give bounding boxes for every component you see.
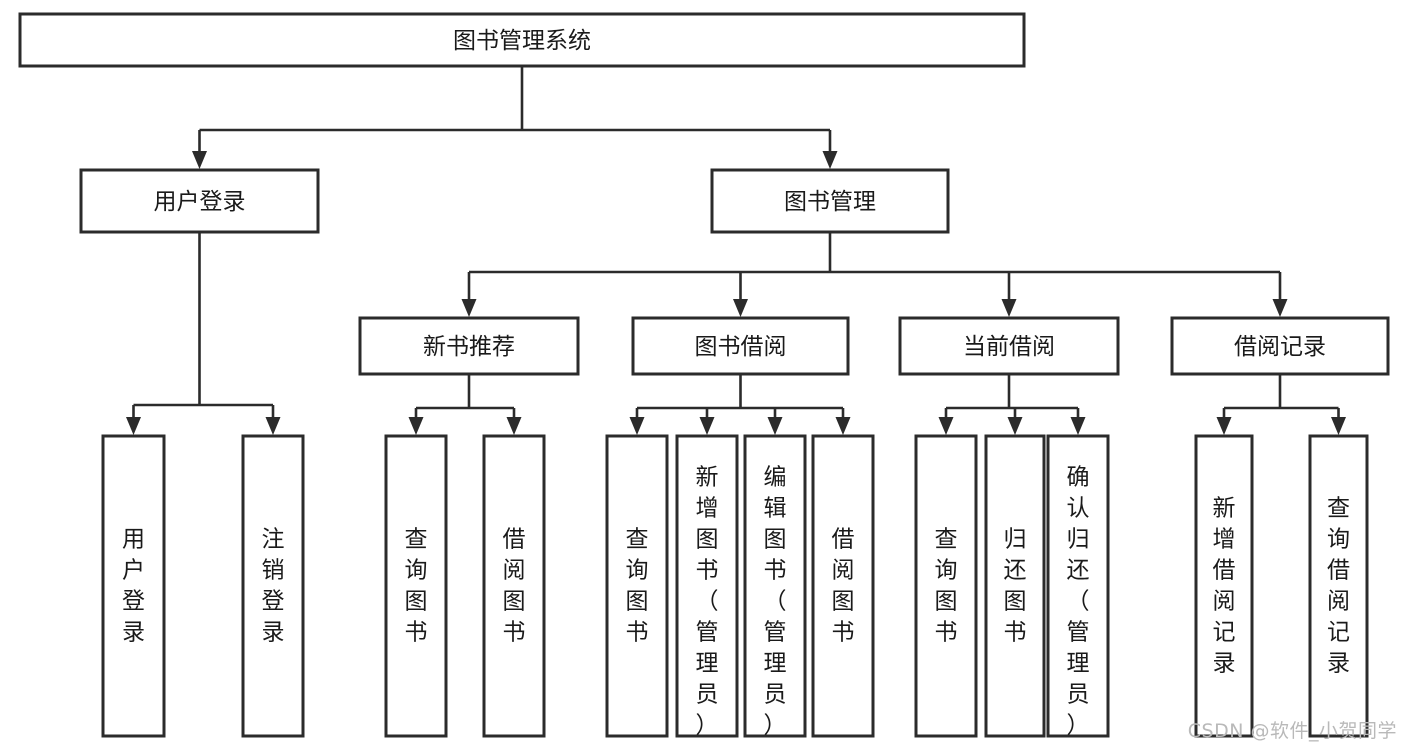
node-n-borrow[interactable]: 图书借阅: [631, 316, 850, 376]
node-box: [482, 434, 546, 738]
arrow-head-icon: [1272, 299, 1288, 317]
node-label: 查询借阅记录: [1327, 496, 1350, 677]
node-box: [811, 434, 875, 738]
node-box: [241, 434, 305, 738]
node-l-b-add[interactable]: 新增图书（管理员）: [675, 434, 739, 739]
node-label: 确认归还（管理员）: [1067, 465, 1090, 739]
arrow-head-icon: [938, 417, 954, 435]
node-l-user-logout[interactable]: 注销登录: [241, 434, 305, 738]
node-label: 新书推荐: [423, 334, 515, 360]
node-label: 用户登录: [154, 189, 246, 215]
arrow-head-icon: [699, 417, 715, 435]
node-label: 新增借阅记录: [1213, 496, 1236, 677]
node-label: 图书借阅: [695, 334, 787, 360]
node-l-user-login[interactable]: 用户登录: [101, 434, 166, 738]
node-box: [1170, 316, 1390, 376]
node-label: 图书管理系统: [453, 28, 591, 54]
node-box: [18, 12, 1026, 68]
node-box: [914, 434, 978, 738]
node-n-record[interactable]: 借阅记录: [1170, 316, 1390, 376]
edges-layer: [126, 66, 1346, 435]
node-l-new-query[interactable]: 查询图书: [384, 434, 448, 738]
node-box: [984, 434, 1046, 738]
arrow-head-icon: [192, 151, 207, 169]
node-n-user-login[interactable]: 用户登录: [79, 168, 320, 234]
node-label: 注销登录: [262, 527, 285, 646]
node-label: 借阅记录: [1234, 334, 1326, 360]
node-label: 查询图书: [935, 527, 958, 646]
arrow-head-icon: [461, 299, 477, 317]
node-label: 查询图书: [626, 527, 649, 646]
node-label: 编辑图书（管理员）: [764, 465, 787, 739]
node-box: [101, 434, 166, 738]
arrow-head-icon: [1216, 417, 1232, 435]
node-l-new-borrow[interactable]: 借阅图书: [482, 434, 546, 738]
node-l-c-query[interactable]: 查询图书: [914, 434, 978, 738]
arrow-head-icon: [733, 299, 748, 317]
node-l-b-edit[interactable]: 编辑图书（管理员）: [743, 434, 807, 739]
node-label: 新增图书（管理员）: [696, 465, 719, 739]
node-label: 借阅图书: [832, 527, 855, 646]
node-box: [675, 434, 739, 738]
node-n-book-mgmt[interactable]: 图书管理: [710, 168, 950, 234]
node-box: [1308, 434, 1369, 738]
node-l-b-borrow[interactable]: 借阅图书: [811, 434, 875, 738]
arrow-head-icon: [835, 417, 851, 435]
arrow-head-icon: [822, 151, 838, 169]
arrow-head-icon: [126, 417, 141, 435]
node-label: 归还图书: [1004, 527, 1027, 646]
node-label: 当前借阅: [963, 334, 1055, 360]
arrow-head-icon: [1001, 299, 1017, 317]
node-l-r-add[interactable]: 新增借阅记录: [1194, 434, 1254, 738]
node-label: 图书管理: [784, 189, 876, 215]
node-box: [79, 168, 320, 234]
node-n-new-rec[interactable]: 新书推荐: [358, 316, 580, 376]
node-box: [631, 316, 850, 376]
node-box: [384, 434, 448, 738]
arrow-head-icon: [1070, 417, 1086, 435]
node-box: [710, 168, 950, 234]
node-box: [743, 434, 807, 738]
node-box: [1194, 434, 1254, 738]
node-box: [1046, 434, 1110, 738]
arrow-head-icon: [767, 417, 783, 435]
arrow-head-icon: [629, 417, 645, 435]
node-n-current[interactable]: 当前借阅: [898, 316, 1120, 376]
arrow-head-icon: [408, 417, 424, 435]
node-box: [605, 434, 669, 738]
node-box: [898, 316, 1120, 376]
node-box: [358, 316, 580, 376]
nodes-layer: 图书管理系统用户登录图书管理新书推荐图书借阅当前借阅借阅记录用户登录注销登录查询…: [18, 12, 1390, 739]
node-l-r-query[interactable]: 查询借阅记录: [1308, 434, 1369, 738]
arrow-head-icon: [1007, 417, 1023, 435]
node-label: 用户登录: [122, 527, 145, 646]
node-l-b-query[interactable]: 查询图书: [605, 434, 669, 738]
node-root[interactable]: 图书管理系统: [18, 12, 1026, 68]
node-l-c-return[interactable]: 归还图书: [984, 434, 1046, 738]
node-label: 查询图书: [405, 527, 428, 646]
arrow-head-icon: [265, 417, 281, 435]
arrow-head-icon: [1331, 417, 1346, 435]
node-l-c-confirm[interactable]: 确认归还（管理员）: [1046, 434, 1110, 739]
node-label: 借阅图书: [503, 527, 526, 646]
arrow-head-icon: [506, 417, 522, 435]
